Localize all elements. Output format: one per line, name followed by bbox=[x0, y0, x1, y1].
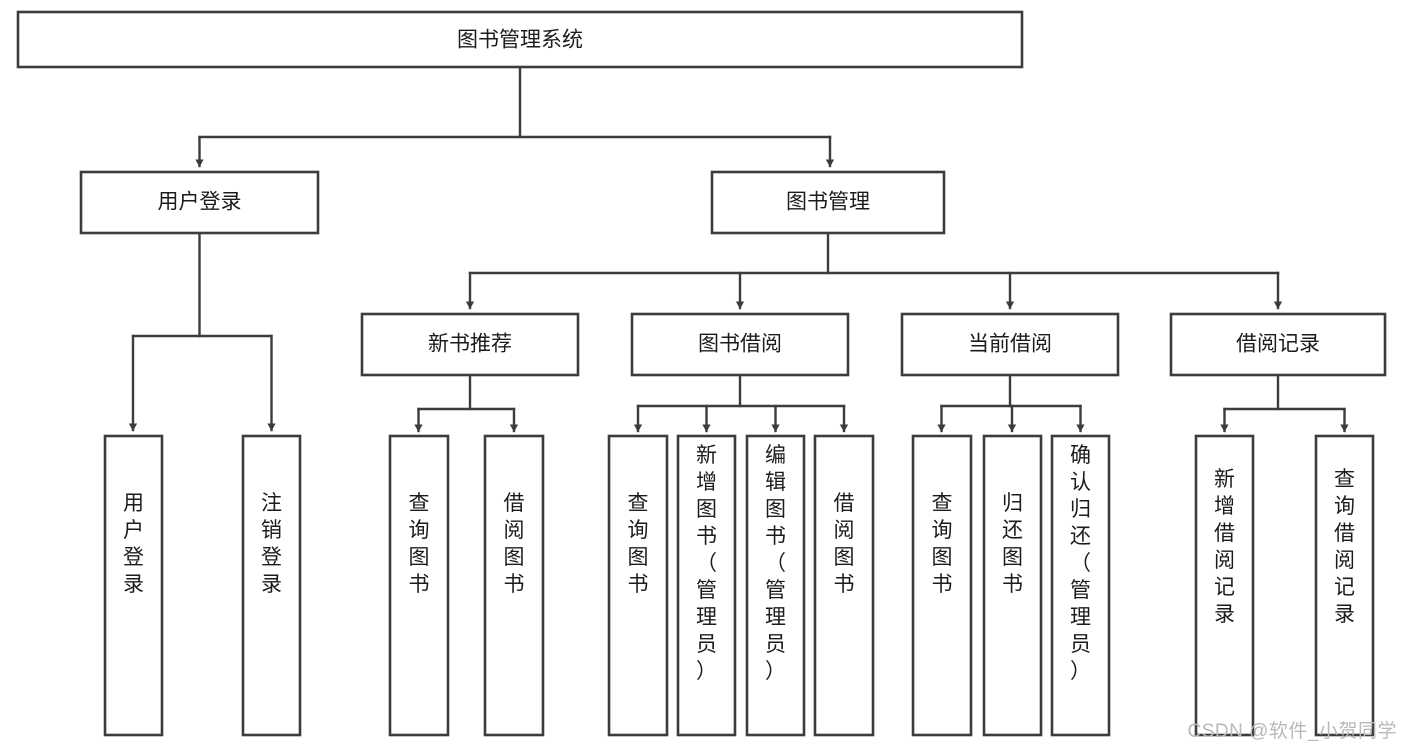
leaf-label-add-borrow-record: 新增借阅记录 bbox=[1214, 468, 1235, 626]
node-user-login[interactable]: 用户登录 bbox=[79, 170, 320, 235]
leaf-node[interactable]: 用户登录 bbox=[103, 434, 164, 737]
node-root-box[interactable] bbox=[16, 10, 1024, 69]
node-user-login-box[interactable] bbox=[79, 170, 320, 235]
leaf-node[interactable]: 注销登录 bbox=[241, 434, 302, 737]
leaf-label-query-book-1: 查询图书 bbox=[409, 492, 430, 596]
nodes-layer: 图书管理系统 用户登录 图书管理 新书推荐 图书借阅 bbox=[16, 10, 1387, 737]
leaf-label-borrow-book-1: 借阅图书 bbox=[504, 492, 525, 596]
leaf-label-add-book-admin: 新增图书（管理员） bbox=[696, 444, 717, 683]
leaf-node[interactable]: 查询图书 bbox=[607, 434, 669, 737]
node-book-borrow-label: 图书借阅 bbox=[698, 333, 782, 356]
leaf-box-add-borrow-record[interactable] bbox=[1194, 434, 1255, 737]
leaf-label-edit-book-admin: 编辑图书（管理员） bbox=[765, 444, 786, 683]
leaf-label-query-book-2: 查询图书 bbox=[628, 492, 649, 596]
node-book-management-label: 图书管理 bbox=[786, 191, 870, 214]
leaf-label-user-login: 用户登录 bbox=[123, 492, 144, 596]
leaf-node[interactable]: 新增借阅记录 bbox=[1194, 434, 1255, 737]
leaf-box-confirm-return-admin[interactable] bbox=[1050, 434, 1111, 737]
leaf-box-return-book[interactable] bbox=[982, 434, 1043, 737]
leaf-box-borrow-book-2[interactable] bbox=[813, 434, 875, 737]
leaf-box-add-book-admin[interactable] bbox=[676, 434, 737, 737]
node-book-management[interactable]: 图书管理 bbox=[710, 170, 946, 235]
leaf-label-borrow-book-2: 借阅图书 bbox=[834, 492, 855, 596]
node-book-borrow[interactable]: 图书借阅 bbox=[630, 312, 850, 377]
leaf-node[interactable]: 查询图书 bbox=[388, 434, 450, 737]
leaf-label-return-book: 归还图书 bbox=[1002, 492, 1023, 596]
leaf-node[interactable]: 查询图书 bbox=[911, 434, 973, 737]
leaf-box-user-login[interactable] bbox=[103, 434, 164, 737]
leaf-label-query-borrow-record: 查询借阅记录 bbox=[1334, 468, 1355, 626]
node-book-management-box[interactable] bbox=[710, 170, 946, 235]
csdn-watermark: CSDN @软件_小贺同学 bbox=[1187, 721, 1397, 742]
leaf-box-logout[interactable] bbox=[241, 434, 302, 737]
node-borrow-records-label: 借阅记录 bbox=[1236, 333, 1320, 356]
leaf-box-query-book-3[interactable] bbox=[911, 434, 973, 737]
node-new-book-recommend-box[interactable] bbox=[360, 312, 580, 377]
node-new-book-recommend[interactable]: 新书推荐 bbox=[360, 312, 580, 377]
leaf-label-confirm-return-admin: 确认归还（管理员） bbox=[1070, 444, 1091, 683]
leaf-box-borrow-book-1[interactable] bbox=[483, 434, 545, 737]
node-root[interactable]: 图书管理系统 bbox=[16, 10, 1024, 69]
leaf-box-query-book-2[interactable] bbox=[607, 434, 669, 737]
leaf-node[interactable]: 归还图书 bbox=[982, 434, 1043, 737]
leaf-label-logout: 注销登录 bbox=[261, 492, 282, 596]
leaf-label-query-book-3: 查询图书 bbox=[932, 492, 953, 596]
node-current-borrow-box[interactable] bbox=[900, 312, 1120, 377]
node-current-borrow-label: 当前借阅 bbox=[968, 333, 1052, 356]
node-root-label: 图书管理系统 bbox=[457, 29, 583, 52]
node-user-login-label: 用户登录 bbox=[158, 191, 242, 214]
leaf-node[interactable]: 新增图书（管理员） bbox=[676, 434, 737, 737]
node-borrow-records[interactable]: 借阅记录 bbox=[1169, 312, 1387, 377]
leaf-box-query-borrow-record[interactable] bbox=[1314, 434, 1375, 737]
leaf-node[interactable]: 确认归还（管理员） bbox=[1050, 434, 1111, 737]
node-current-borrow[interactable]: 当前借阅 bbox=[900, 312, 1120, 377]
node-book-borrow-box[interactable] bbox=[630, 312, 850, 377]
node-new-book-recommend-label: 新书推荐 bbox=[428, 333, 512, 356]
node-borrow-records-box[interactable] bbox=[1169, 312, 1387, 377]
leaf-node[interactable]: 编辑图书（管理员） bbox=[745, 434, 806, 737]
leaf-box-edit-book-admin[interactable] bbox=[745, 434, 806, 737]
leaf-box-query-book-1[interactable] bbox=[388, 434, 450, 737]
leaf-node[interactable]: 借阅图书 bbox=[813, 434, 875, 737]
leaf-node[interactable]: 借阅图书 bbox=[483, 434, 545, 737]
edges-layer bbox=[128, 65, 1349, 433]
leaf-node[interactable]: 查询借阅记录 bbox=[1314, 434, 1375, 737]
